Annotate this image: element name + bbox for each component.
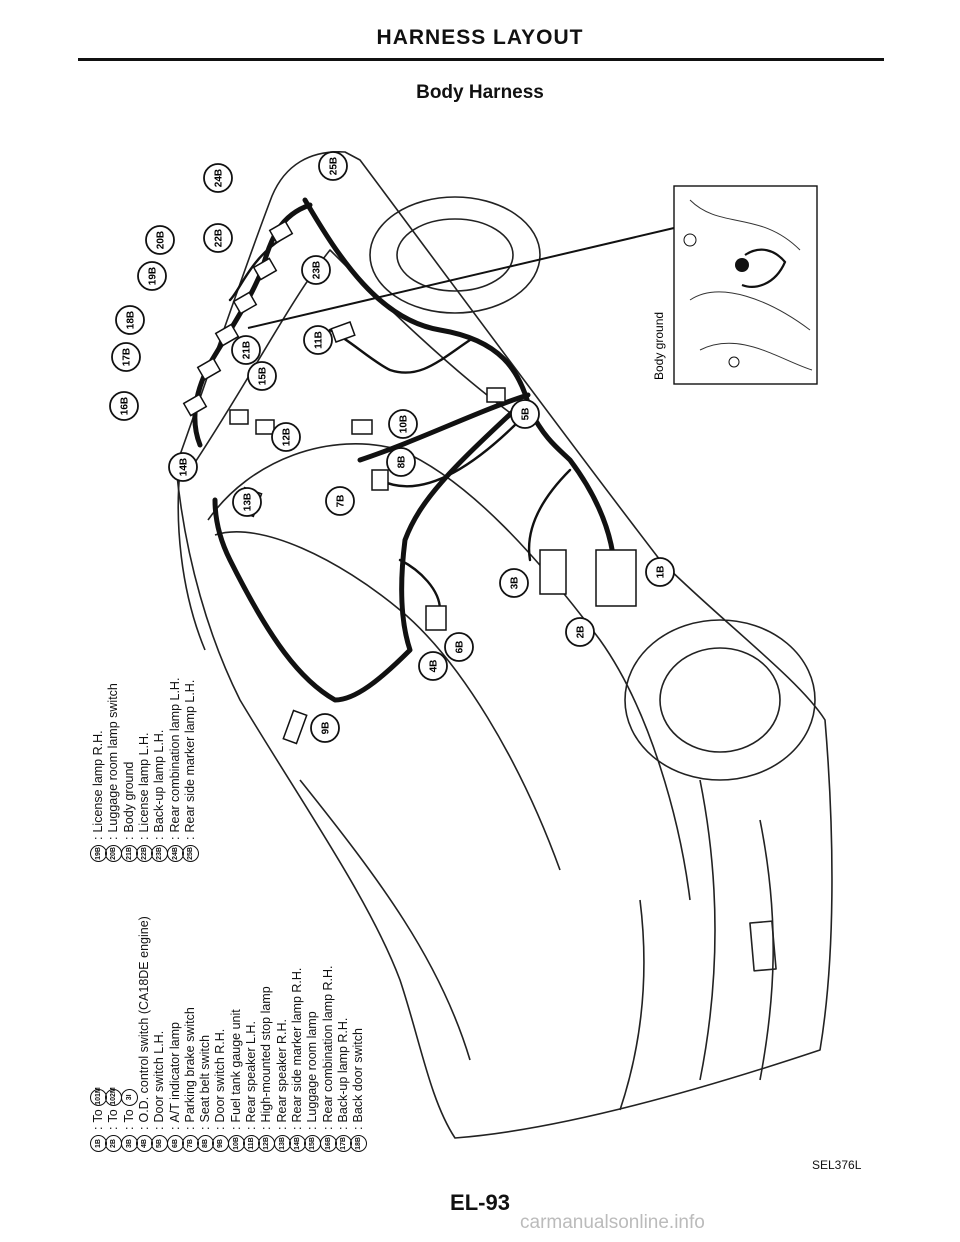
connector-19b: 19B — [137, 261, 167, 291]
connector-4b: 4B — [418, 651, 448, 681]
connector-12b: 12B — [271, 422, 301, 452]
svg-text:22B: 22B — [214, 229, 225, 247]
svg-text:3B: 3B — [510, 577, 521, 590]
svg-text:19B: 19B — [148, 267, 159, 285]
rear-wheel-arch — [369, 196, 541, 314]
connector-7b: 7B — [325, 486, 355, 516]
svg-text:2B: 2B — [576, 626, 587, 639]
inset-label: Body ground — [652, 312, 666, 380]
inset-panel — [673, 185, 818, 385]
harness-branches — [228, 238, 572, 612]
ground-leader-line — [247, 227, 675, 329]
connector-21b: 21B — [231, 335, 261, 365]
connector-8b: 8B — [386, 447, 416, 477]
rear-wheel — [396, 218, 514, 292]
car-trunk-edge — [189, 249, 521, 471]
svg-text:16B: 16B — [120, 397, 131, 415]
watermark: carmanualsonline.info — [520, 1212, 705, 1233]
connector-16b: 16B — [109, 391, 139, 421]
car-side-sill — [299, 779, 471, 1061]
connector-9b: 9B — [310, 713, 340, 743]
connector-label-layer: 24B 25B 20B 22B 19B 23B 18B 21B 17B 11B 16B 15B 5B 14… — [109, 151, 675, 743]
page-number: EL-93 — [450, 1190, 510, 1215]
connector-20b: 20B — [145, 225, 175, 255]
connector-5b: 5B — [510, 399, 540, 429]
svg-text:7B: 7B — [336, 495, 347, 508]
svg-text:11B: 11B — [314, 331, 325, 349]
svg-text:18B: 18B — [126, 311, 137, 329]
connector-24b: 24B — [203, 163, 233, 193]
connectors — [182, 220, 637, 745]
svg-text:12B: 12B — [282, 428, 293, 446]
svg-text:24B: 24B — [214, 169, 225, 187]
connector-13b: 13B — [232, 487, 262, 517]
connector-10b: 10B — [388, 409, 418, 439]
connector-14b: 14B — [168, 452, 198, 482]
svg-text:20B: 20B — [156, 231, 167, 249]
connector-22b: 22B — [203, 223, 233, 253]
car-rear-bumper — [177, 469, 206, 651]
connector-3b: 3B — [499, 568, 529, 598]
front-wheel — [659, 647, 781, 753]
connector-23b: 23B — [301, 255, 331, 285]
svg-text:4B: 4B — [429, 660, 440, 673]
svg-text:21B: 21B — [242, 341, 253, 359]
title-rule — [78, 58, 884, 61]
car-lower-body — [619, 779, 774, 1111]
svg-text:5B: 5B — [521, 408, 532, 421]
page-subtitle: Body Harness — [416, 82, 544, 103]
svg-text:6B: 6B — [455, 641, 466, 654]
svg-text:10B: 10B — [399, 415, 410, 433]
svg-text:23B: 23B — [312, 261, 323, 279]
car-roof-line — [207, 443, 691, 901]
svg-text:15B: 15B — [258, 367, 269, 385]
reference-code: SEL376L — [812, 1158, 862, 1172]
svg-text:13B: 13B — [243, 493, 254, 511]
connector-17b: 17B — [111, 342, 141, 372]
svg-text:17B: 17B — [122, 348, 133, 366]
svg-text:25B: 25B — [329, 157, 340, 175]
connector-25b: 25B — [318, 151, 348, 181]
car-side-marker — [749, 920, 777, 972]
connector-11b: 11B — [303, 325, 333, 355]
front-wheel-arch — [624, 619, 816, 781]
connector-1b: 1B — [645, 557, 675, 587]
connector-6b: 6B — [444, 632, 474, 662]
svg-text:9B: 9B — [321, 722, 332, 735]
svg-text:8B: 8B — [397, 456, 408, 469]
connector-15b: 15B — [247, 361, 277, 391]
svg-text:14B: 14B — [179, 458, 190, 476]
svg-text:1B: 1B — [656, 566, 667, 579]
page-title: HARNESS LAYOUT — [376, 26, 584, 49]
connector-2b: 2B — [565, 617, 595, 647]
connector-18b: 18B — [115, 305, 145, 335]
